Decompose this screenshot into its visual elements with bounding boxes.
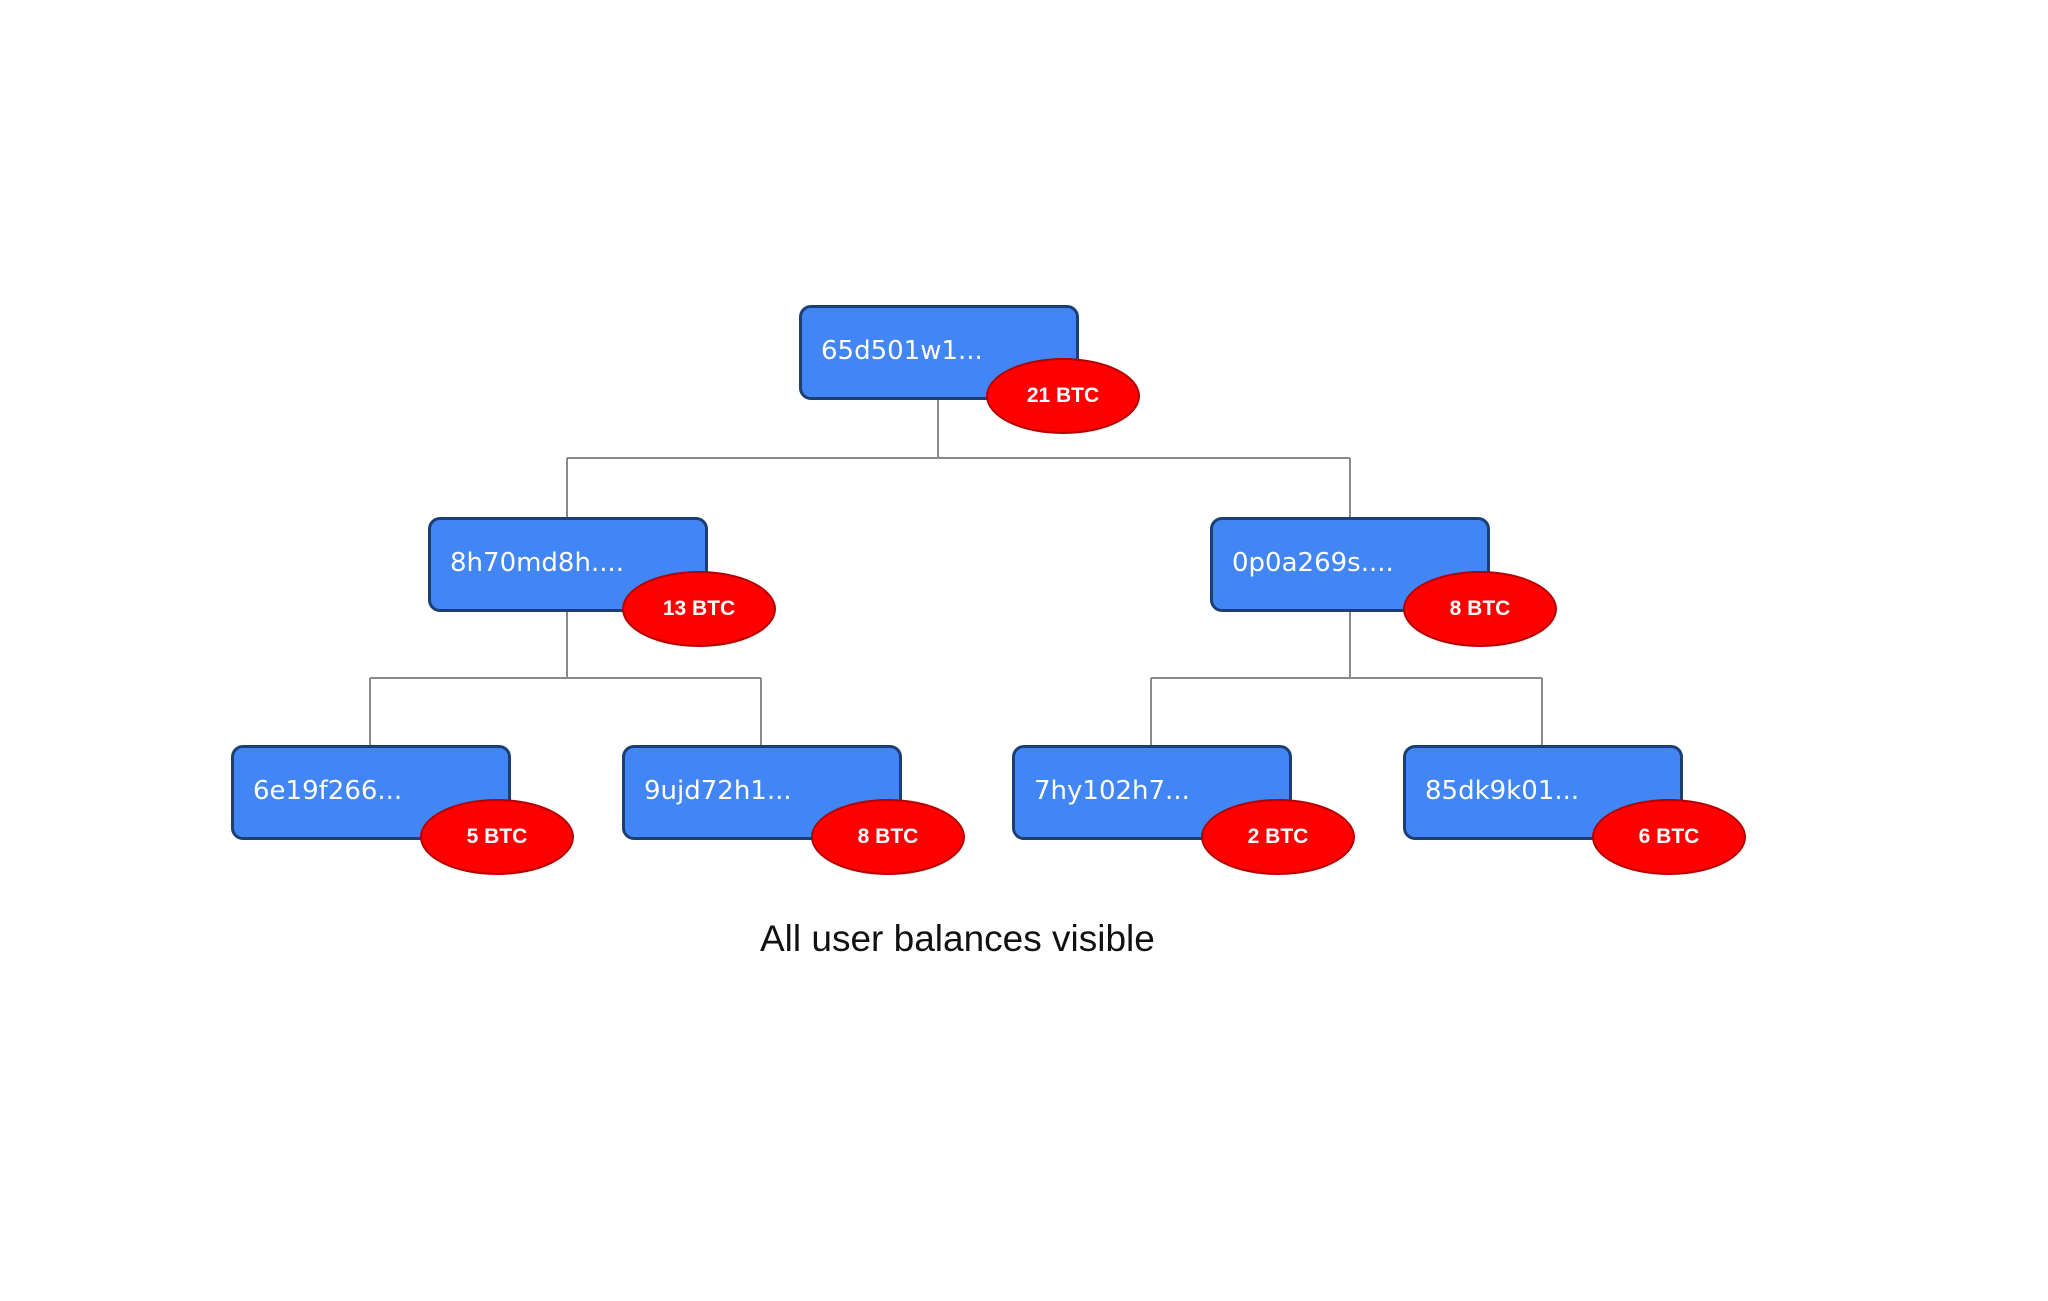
connector-root xyxy=(566,400,1351,517)
node-hash: 8h70md8h.... xyxy=(450,548,625,578)
balance-label: 5 BTC xyxy=(466,825,528,848)
balance-label: 8 BTC xyxy=(1449,597,1511,620)
balance-badge-leaf-1: 5 BTC xyxy=(420,799,574,875)
node-hash: 65d501w1... xyxy=(821,336,983,366)
balance-badge-leaf-3: 2 BTC xyxy=(1201,799,1355,875)
connector-right xyxy=(1150,612,1543,745)
node-hash: 85dk9k01... xyxy=(1425,776,1580,806)
balance-label: 8 BTC xyxy=(857,825,919,848)
balance-label: 13 BTC xyxy=(662,597,736,620)
balance-badge-right: 8 BTC xyxy=(1403,571,1557,647)
balance-label: 6 BTC xyxy=(1638,825,1700,848)
balance-badge-leaf-4: 6 BTC xyxy=(1592,799,1746,875)
balance-badge-left: 13 BTC xyxy=(622,571,776,647)
node-hash: 9ujd72h1... xyxy=(644,776,792,806)
node-hash: 7hy102h7... xyxy=(1034,776,1190,806)
node-hash: 0p0a269s.... xyxy=(1232,548,1394,578)
balance-badge-leaf-2: 8 BTC xyxy=(811,799,965,875)
diagram-caption: All user balances visible xyxy=(760,918,1155,959)
node-hash: 6e19f266... xyxy=(253,776,403,806)
balance-badge-root: 21 BTC xyxy=(986,358,1140,434)
connector-left xyxy=(369,612,762,745)
balance-label: 2 BTC xyxy=(1247,825,1309,848)
balance-label: 21 BTC xyxy=(1026,384,1100,407)
